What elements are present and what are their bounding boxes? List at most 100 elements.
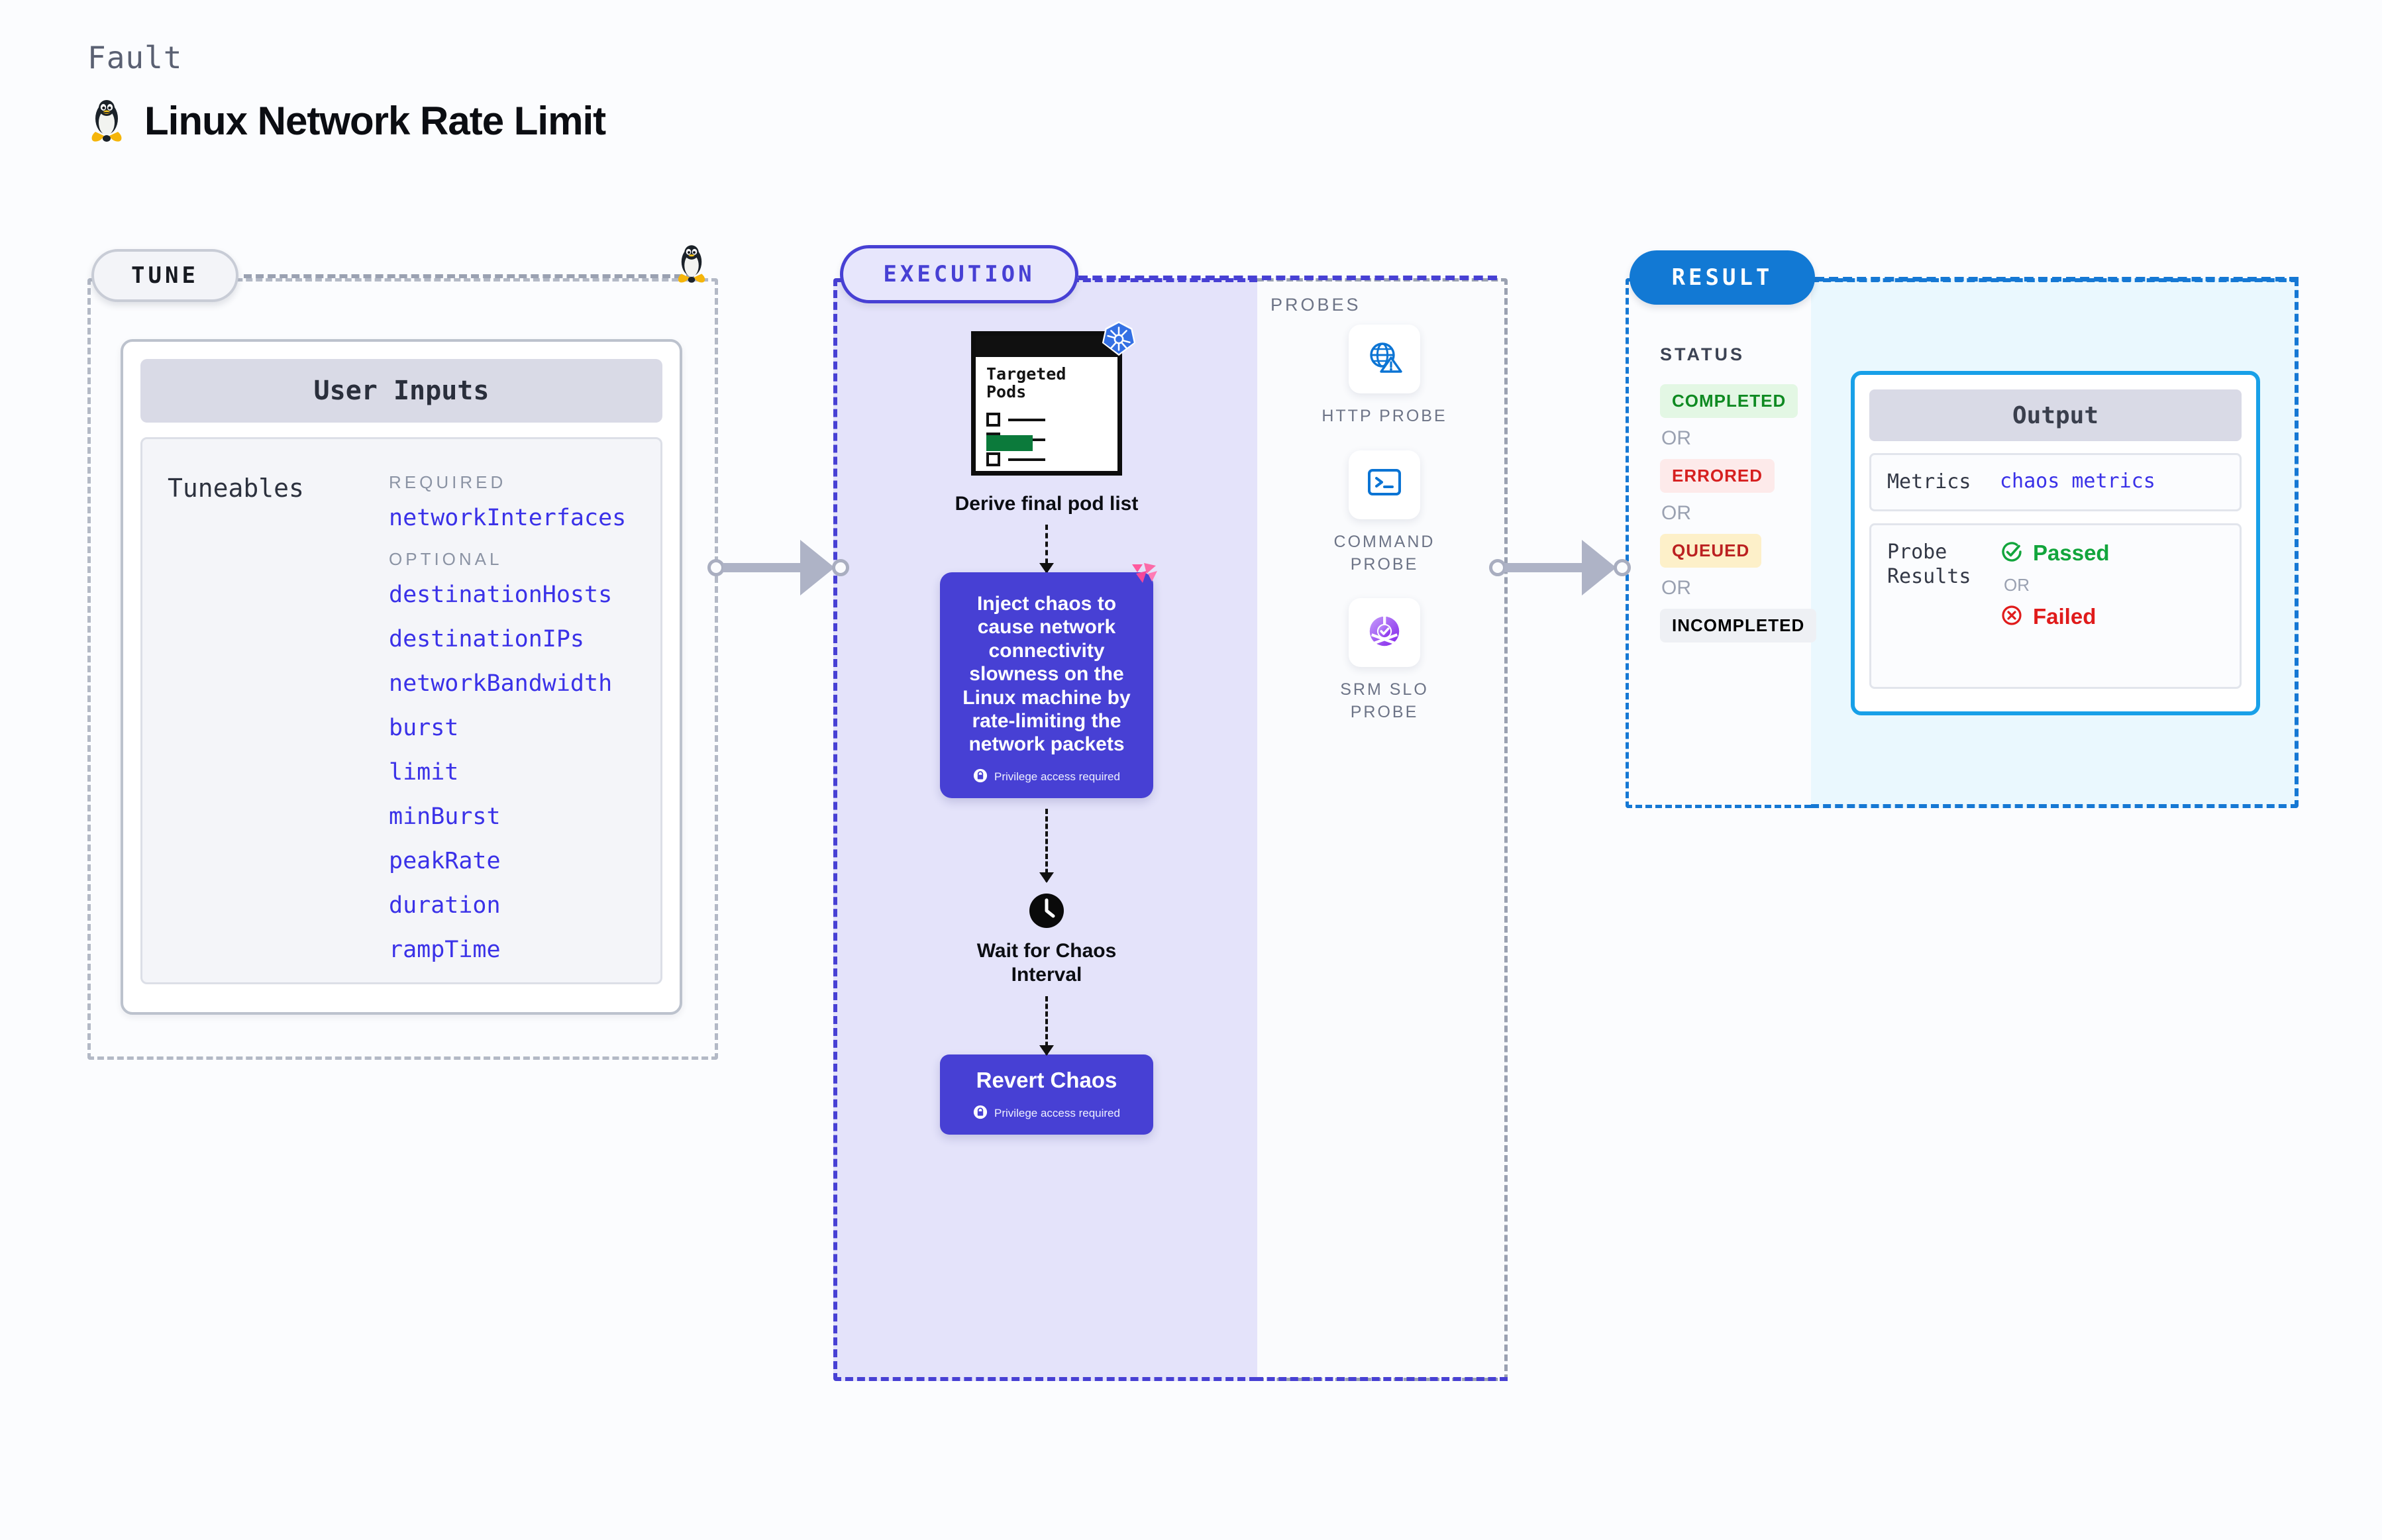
status-label: STATUS [1660,344,1745,364]
tunable-limit[interactable]: limit [389,759,459,786]
probe-label-http: HTTP PROBE [1321,407,1447,425]
probes-list: HTTP PROBE COMMAND PROBE [1318,325,1451,724]
tunable-networkInterfaces[interactable]: networkInterfaces [389,505,627,531]
status-badge-queued: QUEUED [1660,534,1762,568]
fault-eyebrow: Fault [87,40,183,76]
output-card: Output Metrics chaos metrics Probe Resul… [1851,371,2260,715]
output-title: Output [1869,389,2242,441]
globe-warning-icon [1365,338,1404,380]
status-badge-errored: ERRORED [1660,459,1775,493]
status-badge-completed: COMPLETED [1660,384,1798,418]
inject-chaos-step[interactable]: Inject chaos to cause network connectivi… [940,563,1157,798]
wait-for-chaos-interval-label: Wait for Chaos Interval [976,939,1117,986]
tune-panel-boundary [87,278,718,1060]
connector-arrowhead [1582,540,1616,595]
tunable-duration[interactable]: duration [389,892,501,919]
status-or-2: OR [1661,502,1691,524]
title-row: Linux Network Rate Limit [87,98,606,144]
revert-chaos-step[interactable]: Revert Chaos Privilege access required [940,1054,1153,1135]
user-inputs-card: User Inputs Tuneables REQUIRED networkIn… [121,339,682,1015]
probes-section-label: PROBES [1270,295,1361,315]
tune-stage-pill[interactable]: TUNE [91,249,238,302]
linux-penguin-icon [87,99,126,144]
connector-end-dot [832,559,849,576]
clock-icon [1028,892,1065,933]
probe-item-http[interactable]: HTTP PROBE [1321,325,1447,428]
terminal-icon [1366,466,1403,503]
output-metrics-key: Metrics [1887,470,1971,493]
tunable-networkBandwidth[interactable]: networkBandwidth [389,670,613,697]
kubernetes-icon [1100,319,1138,361]
user-inputs-title: User Inputs [140,359,662,423]
connector-arrowhead [800,540,835,595]
derive-final-pod-list-label: Derive final pod list [955,493,1139,515]
lock-icon [973,768,988,786]
result-leader-line [1815,277,2299,282]
probe-item-srm-slo[interactable]: SRM SLO PROBE [1318,598,1451,724]
pods-list-item [986,452,1045,466]
connector-shaft [723,563,802,572]
tuneables-label: Tuneables [168,474,304,503]
check-circle-icon [2000,540,2024,567]
checkbox-icon [986,452,1000,466]
privilege-note-row: Privilege access required [955,768,1139,786]
flow-arrow-1 [1039,525,1054,574]
tuneables-list: REQUIRED networkInterfaces OPTIONAL dest… [389,472,626,981]
connector-end-dot [1614,559,1631,576]
privilege-note-row: Privilege access required [953,1105,1140,1123]
tunable-rampTime[interactable]: rampTime [389,937,501,963]
probe-result-values: Passed OR Failed [2000,540,2110,631]
tuneables-group-heading-required: REQUIRED [389,472,507,492]
tunable-destinationIPs[interactable]: destinationIPs [389,626,585,652]
linux-penguin-marker-icon [674,244,709,288]
tunable-peakRate[interactable]: peakRate [389,848,501,874]
status-list: COMPLETED OR ERRORED OR QUEUED OR INCOMP… [1660,384,1817,642]
inject-chaos-text: Inject chaos to cause network connectivi… [962,593,1131,756]
tuneables-group-heading-optional: OPTIONAL [389,549,503,569]
status-or-1: OR [1661,427,1691,449]
tunable-minBurst[interactable]: minBurst [389,803,501,830]
probe-label-command: COMMAND PROBE [1333,532,1435,574]
status-or-3: OR [1661,577,1691,599]
probe-result-failed: Failed [2000,603,2110,631]
privilege-note-text: Privilege access required [994,770,1120,784]
tunable-destinationHosts[interactable]: destinationHosts [389,582,613,608]
checkbox-icon [986,413,1000,427]
execution-stage-pill[interactable]: EXECUTION [840,245,1078,303]
placeholder-line [1008,418,1045,421]
page-header: Fault Linux Network Rate Limit [87,40,606,144]
placeholder-line [1008,458,1045,461]
litmuschaos-icon [1129,563,1159,594]
output-metrics-row: Metrics chaos metrics [1869,453,2242,511]
output-probe-results-key: Probe Results [1887,540,1971,589]
connector-tune-to-execution [707,540,849,595]
execution-flow-column: Targeted Pods [914,321,1179,1135]
tuneables-box: Tuneables REQUIRED networkInterfaces OPT… [140,437,662,984]
connector-shaft [1504,563,1584,572]
status-badge-incompleted: INCOMPLETED [1660,609,1817,642]
output-probe-results-row: Probe Results Passed OR [1869,523,2242,689]
tunable-burst[interactable]: burst [389,715,459,741]
pods-list-item [986,413,1045,427]
probe-passed-label: Passed [2033,540,2110,565]
output-metrics-value[interactable]: chaos metrics [2000,470,2155,493]
probe-failed-label: Failed [2033,604,2097,629]
probe-item-command[interactable]: COMMAND PROBE [1318,450,1451,576]
targeted-pods-card: Targeted Pods [971,321,1136,476]
pods-card-topbar [976,336,1117,357]
pods-card-title: Targeted Pods [986,364,1066,401]
page-title: Linux Network Rate Limit [144,99,606,143]
flow-arrow-3 [1039,996,1054,1056]
x-circle-icon [2000,603,2024,631]
revert-chaos-title: Revert Chaos [976,1067,1117,1092]
tune-leader-line [244,274,694,278]
result-stage-pill[interactable]: RESULT [1630,250,1815,305]
probe-result-passed: Passed [2000,540,2110,567]
probe-label-srm-slo: SRM SLO PROBE [1340,680,1429,721]
lock-icon [973,1105,988,1123]
execution-leader-line [1078,276,1497,280]
slo-donut-check-icon [1365,612,1404,654]
pods-progress-bar [986,435,1033,451]
flow-arrow-2 [1039,808,1054,883]
connector-execution-to-result [1489,540,1631,595]
